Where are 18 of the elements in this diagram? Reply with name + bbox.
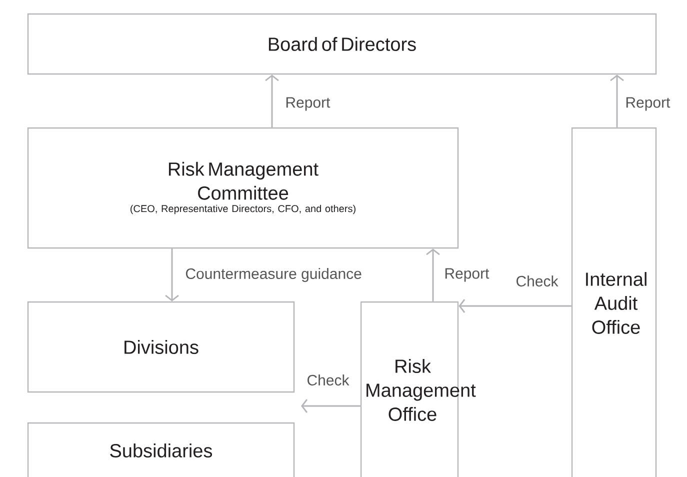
edge-label: Report [445,268,490,282]
arrow [610,74,624,128]
arrow [458,299,572,313]
edge-label: Countermeasure guidance [186,268,362,282]
box: Risk Management Committee (CEO, Representative Directors, CFO, and others) [27,127,459,249]
arrow [265,74,279,128]
box: Divisions [27,301,295,393]
edge-label: Report [286,97,330,111]
box: Subsidiaries [27,422,295,477]
edge-label: Check [308,374,350,386]
arrow [301,399,360,413]
box: Internal Audit Office [571,127,657,477]
edge-label: Report [626,97,670,111]
box: Board of Directors [27,13,657,75]
arrow [165,248,179,302]
edge-label: Check [516,276,558,286]
box: Risk Management Office [360,301,476,477]
arrow [426,248,440,302]
